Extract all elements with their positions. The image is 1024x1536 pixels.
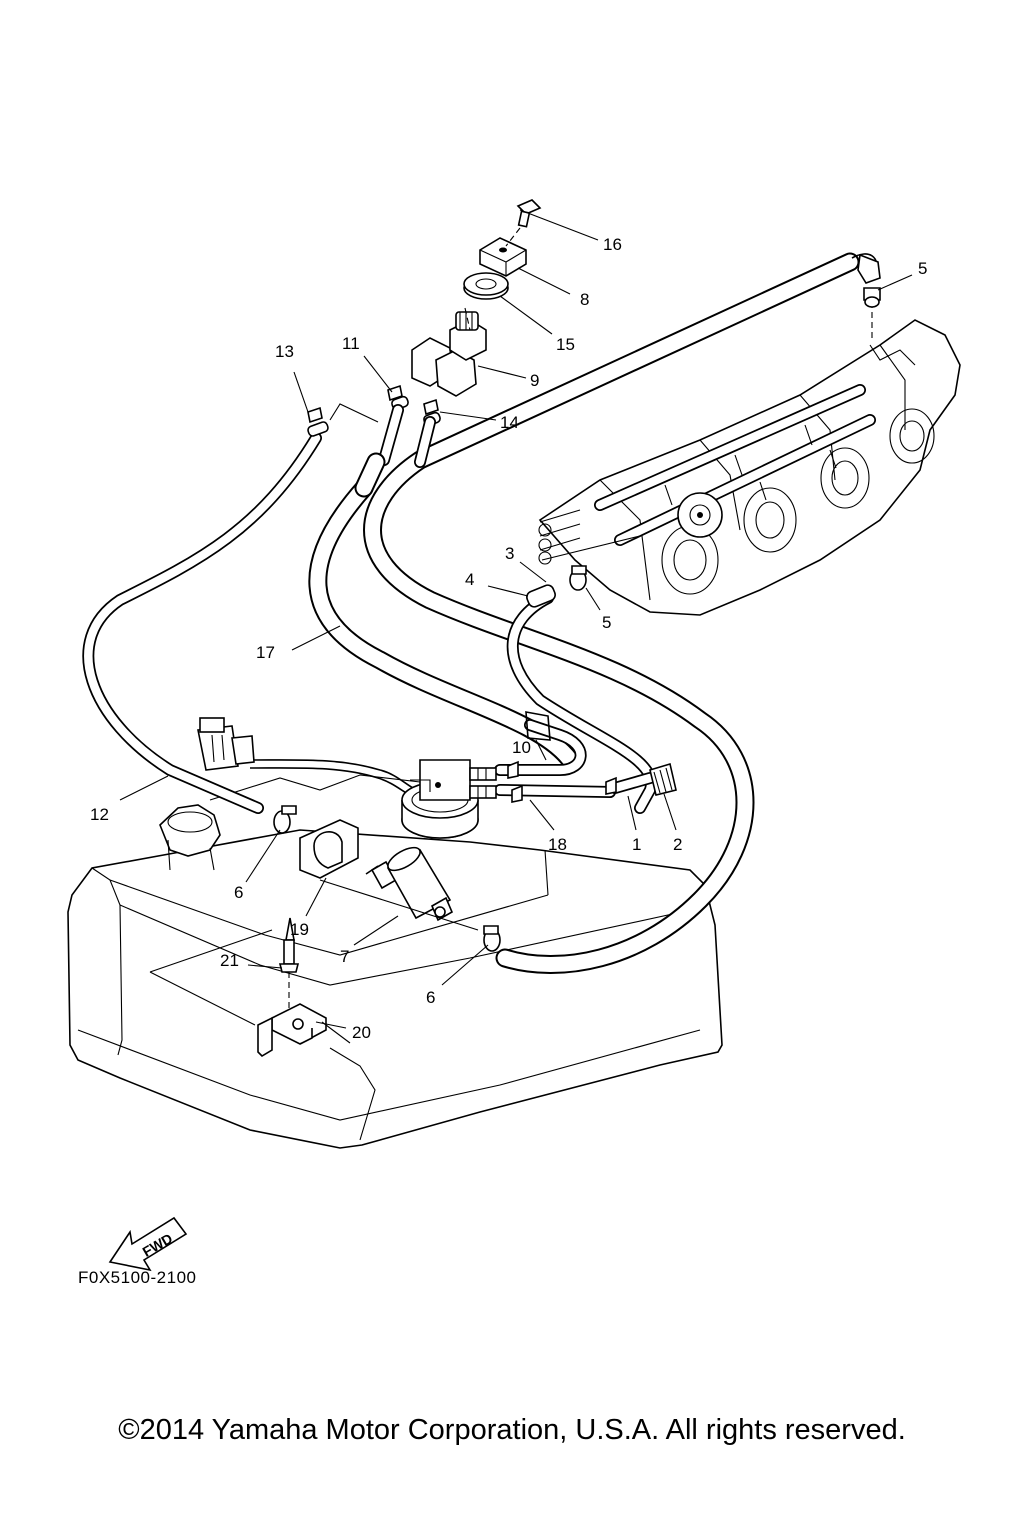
callout-10: 10 (512, 738, 531, 757)
fitting-9 (354, 311, 487, 498)
fuel-tank (67, 774, 723, 1149)
callout-7: 7 (340, 947, 349, 966)
callout-4: 4 (465, 570, 474, 589)
bracket-20 (257, 1003, 327, 1058)
callout-18: 16 (603, 235, 622, 254)
hose-4 (506, 584, 658, 814)
callout-16: 14 (500, 413, 519, 432)
callout-19: 19 (290, 920, 309, 939)
callout-5-port: 5 (602, 613, 611, 632)
callout-labels: 16 5 8 15 13 11 9 14 3 4 5 17 10 12 18 1… (90, 235, 927, 1042)
callout-21: 21 (220, 951, 239, 970)
copyright-notice: ©2014 Yamaha Motor Corporation, U.S.A. A… (118, 1414, 906, 1446)
plate-8 (479, 237, 527, 277)
callout-2: 2 (673, 835, 682, 854)
flange-17 (463, 272, 509, 300)
clamp-13 (307, 406, 329, 437)
fuel-pump-assembly (401, 759, 497, 839)
callout-14: 18 (548, 835, 567, 854)
callout-15: 17 (256, 643, 275, 662)
clamp-6-lower (483, 925, 501, 952)
callout-6-upper: 6 (234, 883, 243, 902)
bolt-18 (505, 199, 542, 247)
leader-lines (119, 209, 913, 1029)
fuel-delivery-hose (363, 252, 881, 975)
clamps-10-14 (507, 760, 617, 803)
rivet-21 (278, 917, 300, 1010)
callout-1: 1 (632, 835, 641, 854)
hose-12 (82, 432, 322, 814)
callout-13: 13 (275, 342, 294, 361)
pump-harness (197, 717, 421, 799)
callout-3: 3 (505, 544, 514, 563)
holder-19 (299, 819, 359, 879)
hose-15 (308, 478, 580, 770)
clamp-5-top (863, 287, 881, 308)
clamp-5-port (569, 565, 587, 591)
callout-8: 8 (580, 290, 589, 309)
fuel-filter (365, 846, 454, 922)
forward-direction-arrow: FWD (108, 1216, 188, 1272)
diagram-code: F0X5100-2100 (78, 1268, 197, 1287)
callout-6-lower: 6 (426, 988, 435, 1007)
hose-1-2 (609, 762, 677, 796)
callout-20: 20 (352, 1023, 371, 1042)
callout-12: 12 (90, 805, 109, 824)
throttle-body-assembly (538, 302, 961, 616)
callout-11: 11 (342, 334, 360, 353)
callout-9: 9 (530, 371, 539, 390)
callout-17: 15 (556, 335, 575, 354)
clamp-6-upper (273, 805, 297, 834)
callout-5-top: 5 (918, 259, 927, 278)
